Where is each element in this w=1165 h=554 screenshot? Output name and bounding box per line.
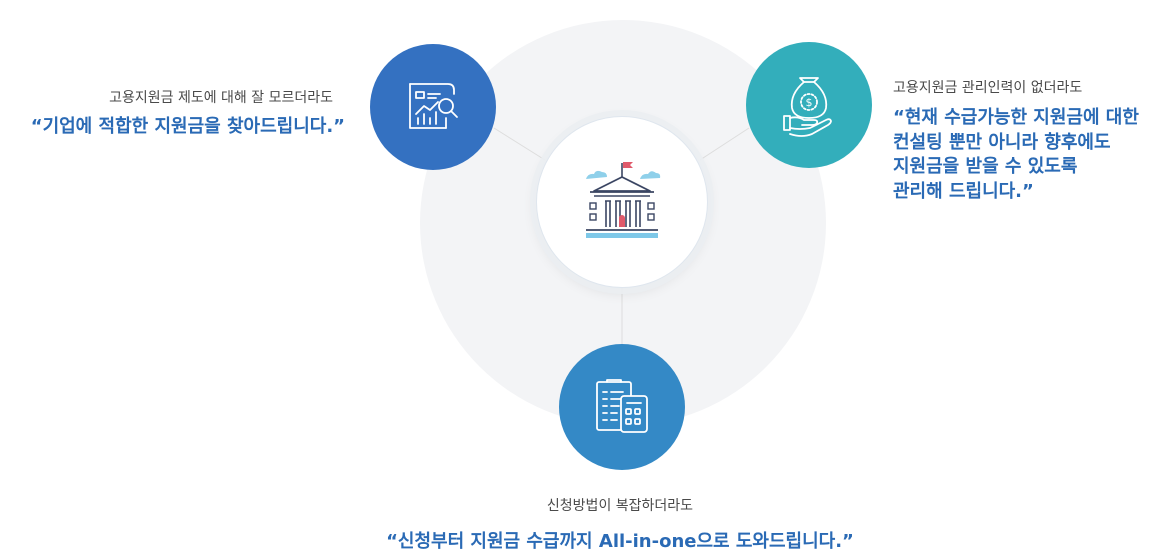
center-circle — [536, 116, 708, 288]
left-feature-text: 고용지원금 제도에 대해 잘 모르더라도 “기업에 적합한 지원금을 찾아드립니… — [31, 88, 345, 139]
right-feature-circle: $ — [746, 42, 872, 168]
bottom-feature-subtitle: 신청방법이 복잡하더라도 — [546, 498, 694, 514]
right-feature-headline-line-1: “현재 수급가능한 지원금에 대한 — [893, 107, 1139, 128]
clipboard-calculator-icon — [596, 379, 648, 433]
money-bag-hand-icon: $ — [783, 77, 832, 137]
bottom-feature-headline: “신청부터 지원금 수급까지 All-in-one으로 도와드립니다.” — [386, 531, 854, 552]
right-feature-subtitle: 고용지원금 관리인력이 없더라도 — [893, 80, 1083, 96]
right-feature-text: 고용지원금 관리인력이 없더라도 “현재 수급가능한 지원금에 대한 컨설팅 뿐… — [893, 78, 1139, 204]
left-feature-circle — [370, 44, 496, 170]
right-feature-headline-line-2: 컨설팅 뿐만 아니라 향후에도 — [893, 131, 1111, 153]
left-feature-subtitle: 고용지원금 제도에 대해 잘 모르더라도 — [109, 90, 333, 106]
bottom-feature-circle — [559, 344, 685, 470]
report-search-icon — [409, 83, 458, 129]
right-feature-headline-line-4: 관리해 드립니다.” — [893, 180, 1034, 202]
left-feature-headline: “기업에 적합한 지원금을 찾아드립니다.” — [30, 116, 345, 137]
government-building-icon — [586, 162, 661, 238]
bottom-feature-text: 신청방법이 복잡하더라도 “신청부터 지원금 수급까지 All-in-one으로… — [0, 496, 1165, 554]
right-feature-headline-line-3: 지원금을 받을 수 있도록 — [893, 156, 1078, 177]
svg-text:$: $ — [806, 96, 813, 109]
